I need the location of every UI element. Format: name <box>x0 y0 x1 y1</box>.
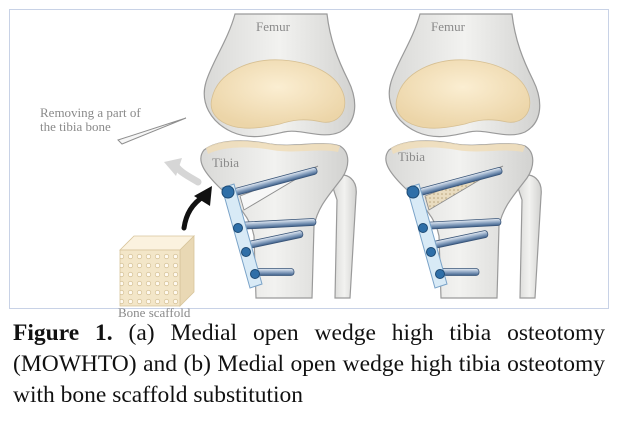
bone-scaffold-cube <box>120 236 194 306</box>
left-fibula <box>333 175 357 298</box>
label-femur-right: Femur <box>431 20 465 34</box>
gray-arrow <box>176 166 198 182</box>
right-fibula <box>518 175 542 298</box>
label-removing-part: Removing a part of the tibia bone <box>40 106 141 134</box>
label-tibia-left: Tibia <box>212 156 239 170</box>
figure-illustration <box>0 0 617 310</box>
figure-caption: Figure 1. (a) Medial open wedge high tib… <box>13 318 605 411</box>
label-tibia-right: Tibia <box>398 150 425 164</box>
black-arrow <box>184 196 204 228</box>
caption-label: Figure 1. <box>13 320 113 346</box>
label-femur-left: Femur <box>256 20 290 34</box>
